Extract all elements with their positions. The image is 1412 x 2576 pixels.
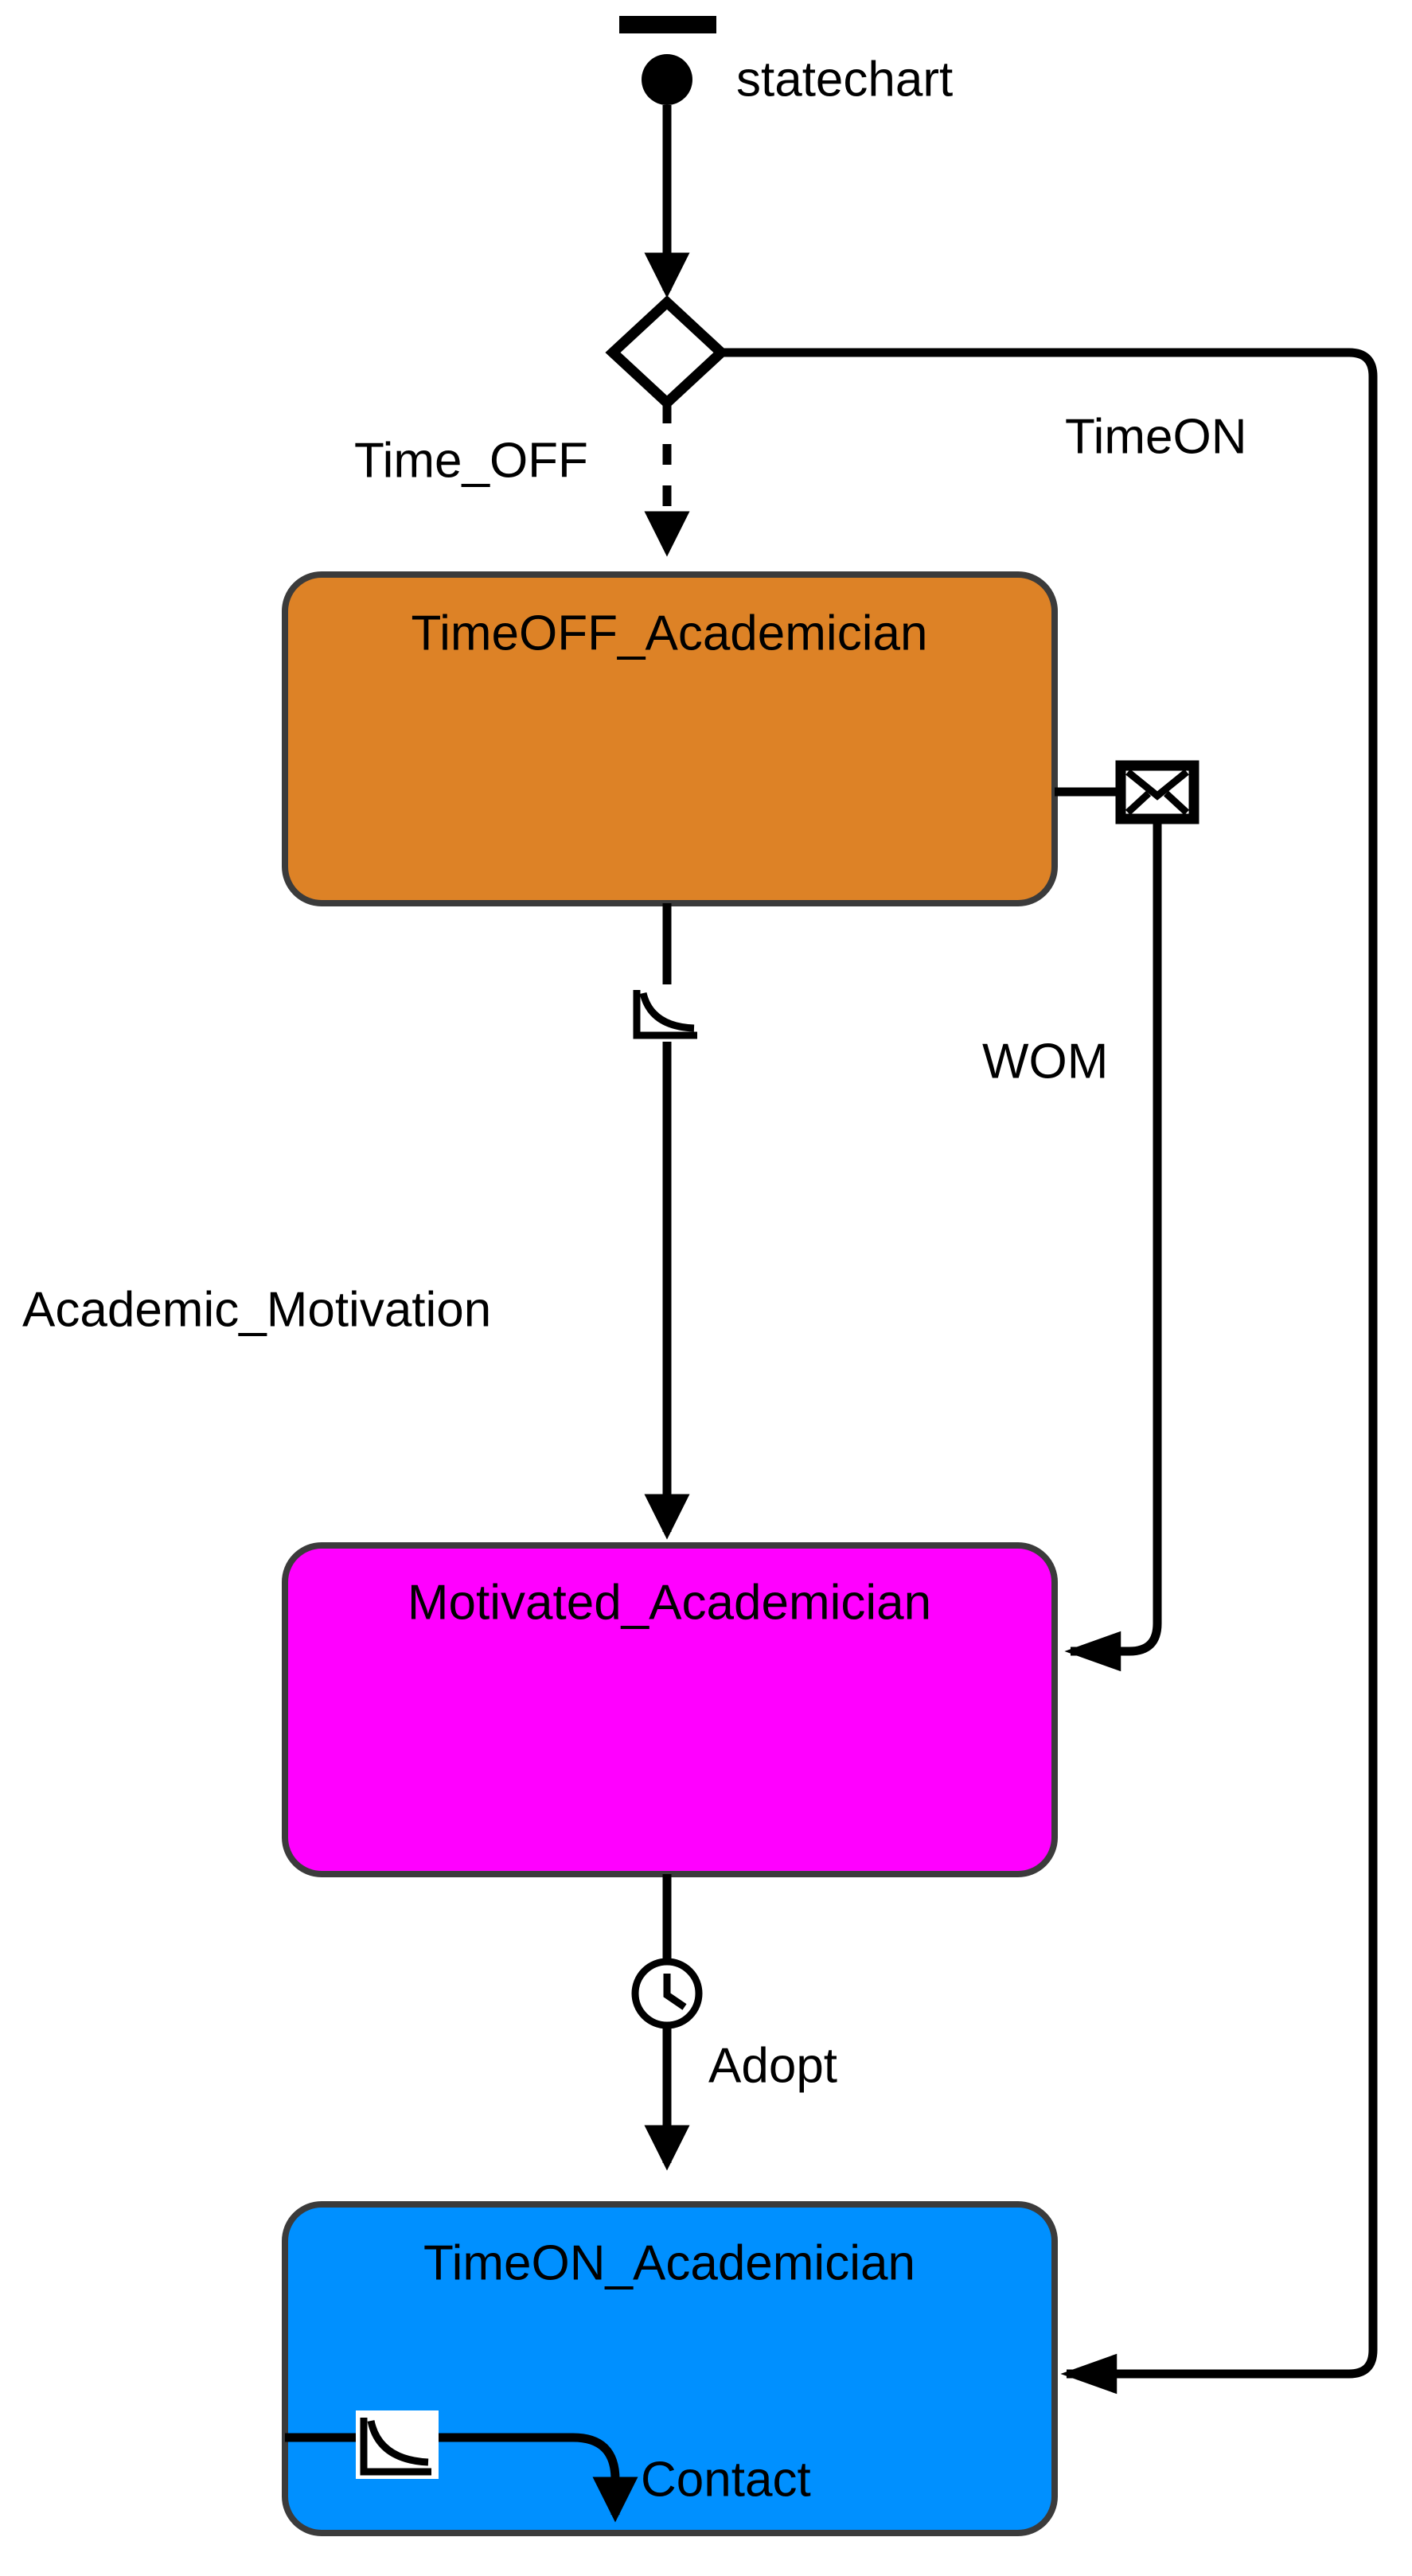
state-motivated-academician-label: Motivated_Academician xyxy=(408,1575,931,1630)
edge-label-wom: WOM xyxy=(982,1034,1108,1089)
start-bar-icon xyxy=(619,16,716,33)
branch-diamond[interactable] xyxy=(605,295,729,410)
state-timeoff-academician-label: TimeOFF_Academician xyxy=(412,606,928,661)
state-timeon-academician-label: TimeON_Academician xyxy=(423,2235,915,2290)
rate-icon xyxy=(630,984,703,1042)
state-timeon-academician[interactable] xyxy=(282,2201,1058,2536)
edge-label-academic-motivation: Academic_Motivation xyxy=(22,1282,491,1337)
edge-label-time-on: TimeON xyxy=(1065,409,1246,464)
message-icon[interactable] xyxy=(1115,760,1199,824)
edge-contact-internal xyxy=(285,2433,638,2523)
rate-icon-contact xyxy=(356,2410,439,2479)
edge-label-contact: Contact xyxy=(641,2452,811,2507)
edge-label-adopt: Adopt xyxy=(708,2038,837,2093)
statechart-title-label: statechart xyxy=(736,52,953,107)
start-dot-icon xyxy=(642,54,692,105)
clock-hands-icon xyxy=(663,1974,687,2010)
edge-wom-to-motivated xyxy=(1064,819,1162,1672)
edge-label-time-off: Time_OFF xyxy=(354,433,588,488)
initial-pseudostate-group xyxy=(619,16,716,105)
edge-branch-to-timeon xyxy=(721,348,1378,2395)
